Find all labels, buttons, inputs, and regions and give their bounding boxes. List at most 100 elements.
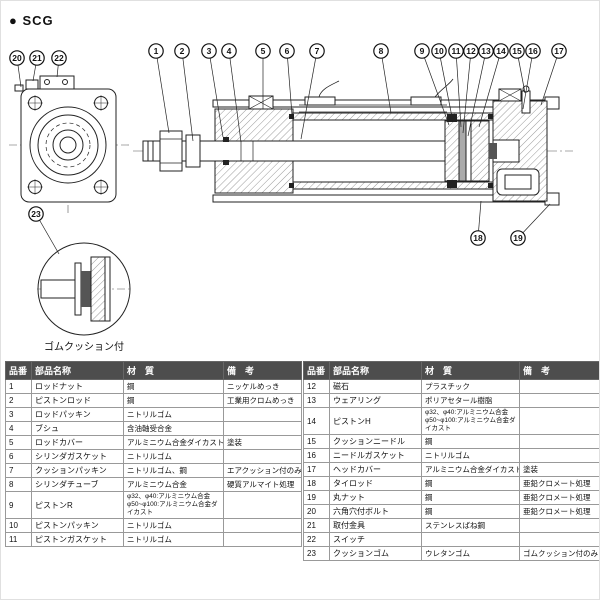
balloon-number: 11	[452, 46, 461, 56]
cell-remarks	[223, 407, 302, 422]
callout-22: 22	[51, 50, 67, 78]
cell-remarks	[519, 393, 599, 408]
callout-10: 10	[431, 43, 453, 118]
balloon-circle	[470, 230, 486, 246]
cell-material: アルミニウム合金ダイカスト	[123, 435, 224, 450]
cell-remarks: 亜鉛クロメート処理	[519, 504, 599, 519]
balloon-circle	[431, 43, 447, 59]
balloon-circle	[525, 43, 541, 59]
cell-no: 6	[5, 449, 32, 464]
callout-14: 14	[478, 43, 509, 128]
cell-no: 18	[303, 476, 330, 491]
balloon-number: 14	[496, 46, 506, 56]
balloon-number: 16	[528, 46, 538, 56]
switch-body-front	[39, 75, 75, 90]
callout-3: 3	[201, 43, 224, 138]
cell-name: シリンダチューブ	[31, 477, 124, 492]
balloon-circle	[373, 43, 389, 59]
cell-material: ニトリルゴム	[123, 407, 224, 422]
cell-remarks: 工業用クロムめっき	[223, 393, 302, 408]
detail-view: ゴムクッション付	[37, 242, 131, 353]
callout-16: 16	[522, 43, 541, 110]
balloon-number: 1	[154, 46, 159, 56]
detail-washer	[74, 262, 82, 316]
cell-name: ブシュ	[31, 421, 124, 436]
balloon-number: 5	[261, 46, 266, 56]
cell-no: 22	[303, 532, 330, 547]
cell-remarks: 亜鉛クロメート処理	[519, 476, 599, 491]
cell-no: 12	[303, 379, 330, 394]
cell-name: ピストンパッキン	[31, 518, 124, 533]
cell-material: φ32、φ40:アルミニウム合金 φ50~φ100:アルミニウム合金ダイカスト	[421, 407, 520, 435]
balloon-circle	[478, 43, 494, 59]
balloon-circle	[448, 43, 464, 59]
callout-20: 20	[9, 50, 25, 88]
piston-h	[470, 120, 490, 182]
cell-remarks: 塗装	[519, 462, 599, 477]
cell-material: 鋼	[421, 504, 520, 519]
callout-1: 1	[148, 43, 170, 134]
piston-packing	[447, 114, 457, 122]
cell-material: ニトリルゴム、鋼	[123, 463, 224, 478]
callout-5: 5	[255, 43, 271, 109]
magnet	[458, 120, 467, 182]
cell-name: 磁石	[329, 379, 422, 394]
detail-rod	[40, 279, 76, 299]
rod-nut	[159, 130, 183, 172]
cell-remarks	[223, 491, 302, 519]
cell-remarks: 硬質アルマイト処理	[223, 477, 302, 492]
cell-material: ニトリルゴム	[123, 532, 224, 547]
callout-21: 21	[29, 50, 45, 82]
balloon-number: 7	[315, 46, 320, 56]
cell-remarks: 亜鉛クロメート処理	[519, 490, 599, 505]
header-material: 材 質	[123, 361, 224, 380]
balloon-circle	[148, 43, 164, 59]
cell-no: 14	[303, 407, 330, 435]
cell-name: ピストンR	[31, 491, 124, 519]
cell-remarks	[519, 532, 599, 547]
cell-remarks	[223, 449, 302, 464]
cell-material: 含油軸受合金	[123, 421, 224, 436]
cell-material: 鋼	[123, 379, 224, 394]
cell-name: ヘッドカバー	[329, 462, 422, 477]
callout-4: 4	[221, 43, 242, 143]
callout-19: 19	[510, 203, 551, 246]
cell-no: 8	[5, 477, 32, 492]
detail-caption: ゴムクッション付	[44, 340, 124, 353]
cell-remarks	[519, 434, 599, 449]
balloon-number: 8	[379, 46, 384, 56]
balloon-circle	[493, 43, 509, 59]
balloon-circle	[414, 43, 430, 59]
header-no: 品番	[303, 361, 330, 380]
cell-no: 20	[303, 504, 330, 519]
cell-no: 4	[5, 421, 32, 436]
cell-remarks: エアクッション付のみ	[223, 463, 302, 478]
balloon-number: 10	[434, 46, 444, 56]
cell-material: 鋼	[421, 434, 520, 449]
cell-no: 15	[303, 434, 330, 449]
balloon-number: 23	[31, 209, 41, 219]
cell-name: 取付金具	[329, 518, 422, 533]
cell-no: 17	[303, 462, 330, 477]
callout-9: 9	[414, 43, 450, 126]
balloon-circle	[509, 43, 525, 59]
cell-material: ウレタンゴム	[421, 546, 520, 561]
cell-name: 丸ナット	[329, 490, 422, 505]
balloon-number: 15	[512, 46, 522, 56]
callout-11: 11	[448, 43, 464, 128]
cell-remarks	[223, 532, 302, 547]
balloon-circle	[551, 43, 567, 59]
